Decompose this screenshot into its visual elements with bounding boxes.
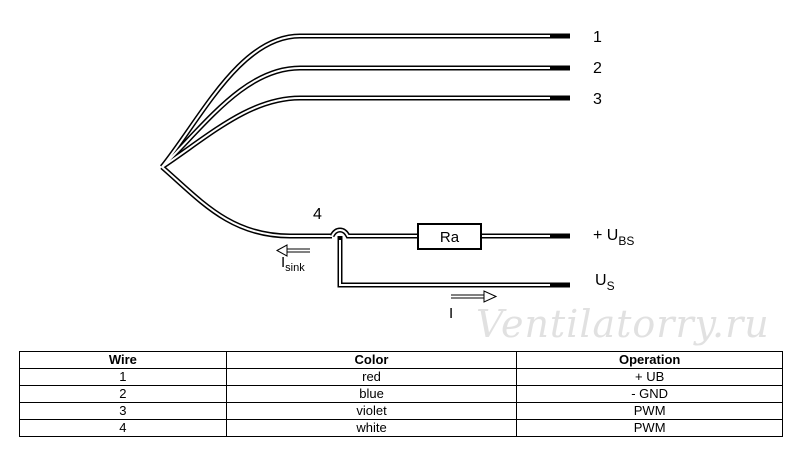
table-row: 1 red + UB (19, 368, 783, 386)
table-row: 3 violet PWM (19, 402, 783, 420)
table-row: 4 white PWM (19, 419, 783, 437)
cell-operation: PWM (516, 402, 783, 420)
source-current-label: I (449, 305, 453, 322)
table-header-row: Wire Color Operation (19, 351, 783, 369)
wire-table: Wire Color Operation 1 red + UB 2 blue -… (19, 351, 783, 437)
cell-color: red (225, 368, 518, 386)
source-arrow-head (483, 290, 498, 303)
resistor-ra (417, 223, 482, 250)
cell-color: blue (225, 385, 518, 403)
wire-number-2: 2 (593, 60, 602, 77)
cell-wire: 3 (19, 402, 227, 420)
wiring-diagram: 1 2 3 4 Ra + UBS US Isink I (160, 29, 634, 322)
resistor-label: Ra (440, 229, 460, 246)
column-header-wire: Wire (19, 351, 227, 369)
wire-4 (160, 165, 332, 239)
wire-2 (160, 65, 550, 169)
sink-current-label: Isink (281, 254, 305, 274)
signal-label: US (595, 272, 615, 293)
cell-wire: 1 (19, 368, 227, 386)
cell-color: white (225, 419, 518, 437)
cell-operation: + UB (516, 368, 783, 386)
cell-operation: - GND (516, 385, 783, 403)
column-header-operation: Operation (516, 351, 783, 369)
wire-number-4: 4 (313, 206, 322, 223)
column-header-color: Color (225, 351, 518, 369)
cell-operation: PWM (516, 419, 783, 437)
wire-number-1: 1 (593, 29, 602, 46)
table-row: 2 blue - GND (19, 385, 783, 403)
cell-color: violet (225, 402, 518, 420)
cell-wire: 2 (19, 385, 227, 403)
watermark: Ventilatorry.ru (476, 302, 770, 346)
sink-arrow-head (275, 244, 288, 257)
supply-label: + UBS (593, 227, 634, 248)
cell-wire: 4 (19, 419, 227, 437)
wire-1 (160, 33, 550, 169)
wire-number-3: 3 (593, 91, 602, 108)
